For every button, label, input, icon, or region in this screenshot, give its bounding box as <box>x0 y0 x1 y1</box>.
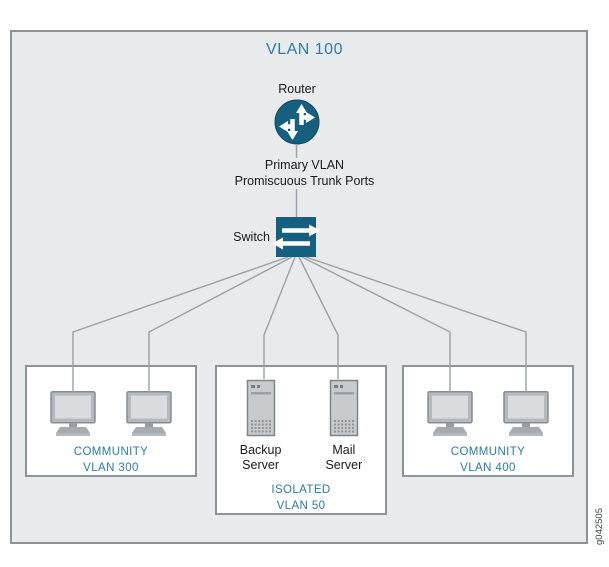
router-icon <box>274 99 320 145</box>
server-icon <box>329 379 359 437</box>
server-icon <box>246 379 275 437</box>
computer-icon <box>126 391 172 436</box>
switch-label: Switch <box>233 230 270 244</box>
backup-server: Backup Server <box>239 379 282 473</box>
trunk-ports-label: Primary VLAN Promiscuous Trunk Ports <box>230 158 379 190</box>
computer-icon <box>50 391 96 436</box>
mail-server: Mail Server <box>325 379 362 473</box>
community-vlan300-box: COMMUNITY VLAN 300 <box>25 365 197 477</box>
router-label: Router <box>278 82 316 96</box>
device-row <box>423 391 553 437</box>
figure-id-watermark: g042505 <box>594 508 605 545</box>
mail-server-label: Mail Server <box>325 443 363 472</box>
backup-server-label: Backup Server <box>239 443 282 472</box>
device-row: Backup Server Mail Server <box>239 379 362 473</box>
device-row <box>46 391 176 437</box>
computer-icon <box>503 391 549 436</box>
community-vlan400-label: COMMUNITY VLAN 400 <box>450 446 526 475</box>
computer-icon <box>427 391 473 436</box>
community-vlan300-label: COMMUNITY VLAN 300 <box>73 446 149 475</box>
switch-icon <box>268 217 324 257</box>
community-vlan400-box: COMMUNITY VLAN 400 <box>402 365 574 477</box>
isolated-vlan50-label: ISOLATED VLAN 50 <box>271 484 331 513</box>
isolated-vlan50-box: Backup Server Mail Server <box>215 365 387 515</box>
trunk-ports-label-wrap: Primary VLAN Promiscuous Trunk Ports <box>0 158 609 190</box>
diagram-title: VLAN 100 <box>266 41 343 58</box>
